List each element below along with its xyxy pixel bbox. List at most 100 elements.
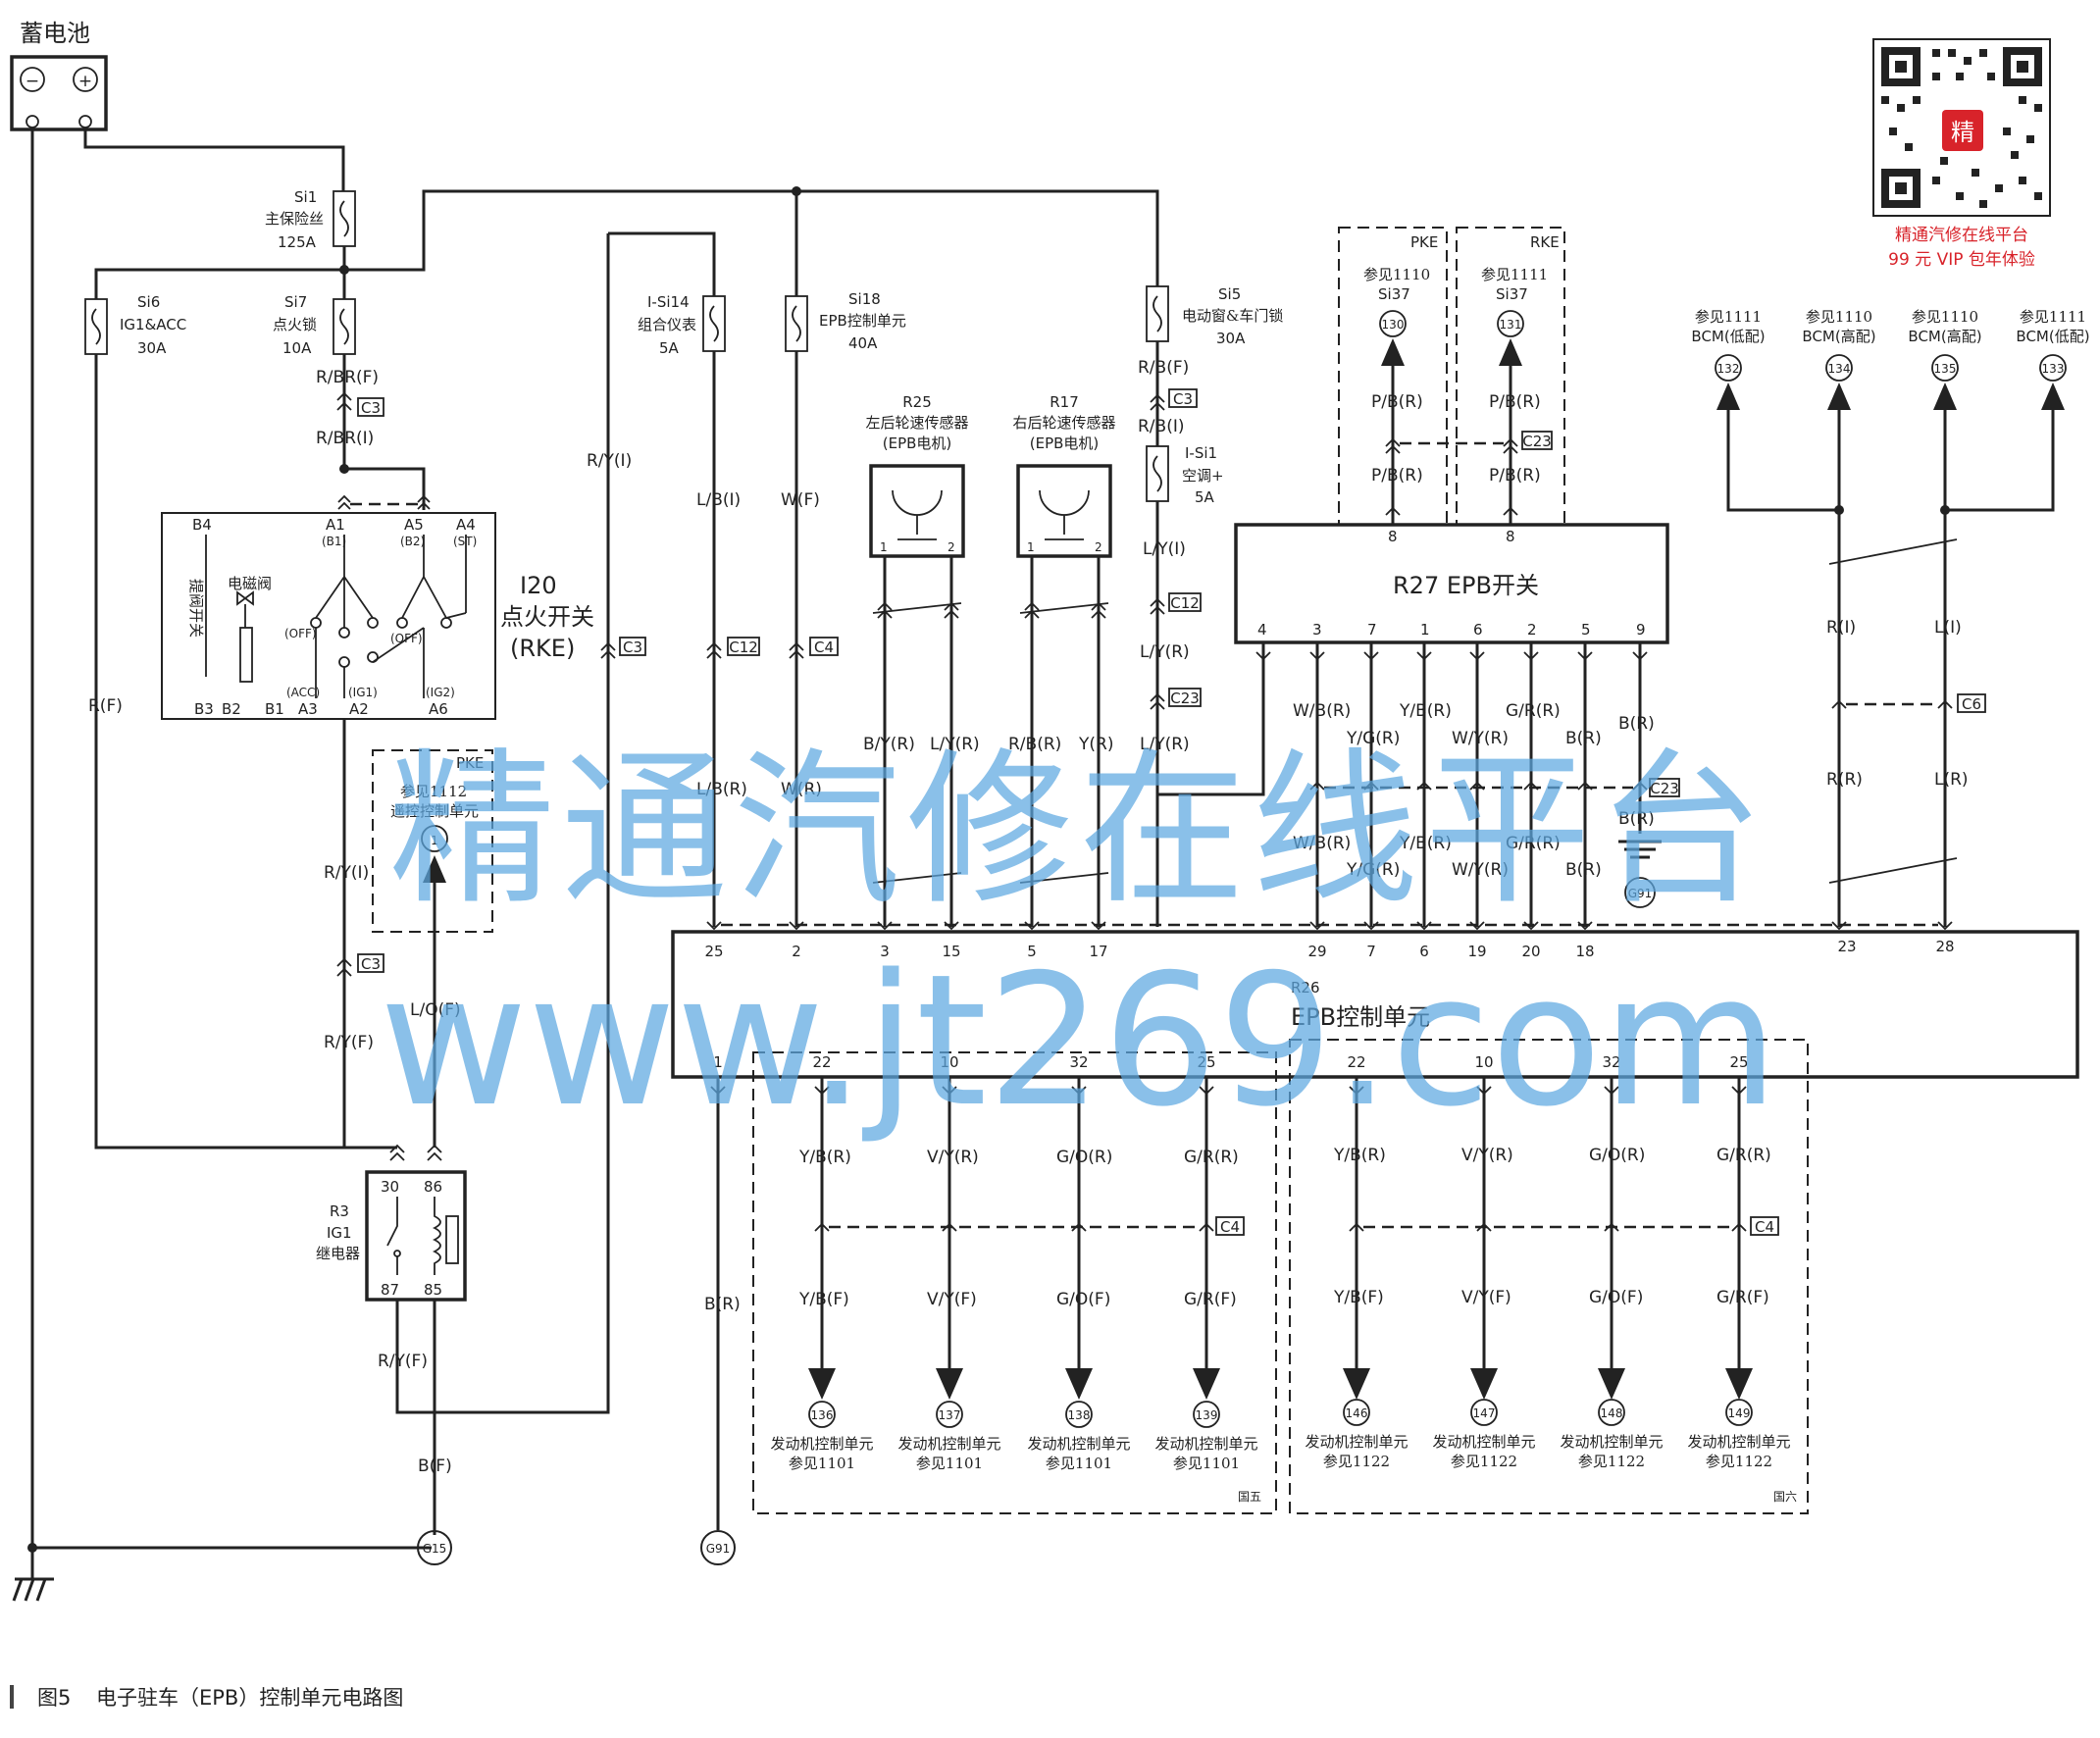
svg-text:C23: C23 <box>1522 433 1552 450</box>
svg-text:133: 133 <box>2042 362 2065 376</box>
svg-text:参见1101: 参见1101 <box>1046 1455 1112 1472</box>
svg-text:P/B(R): P/B(R) <box>1371 466 1423 486</box>
svg-text:15: 15 <box>942 943 960 960</box>
svg-text:R/B(F): R/B(F) <box>1138 358 1189 378</box>
svg-text:G15: G15 <box>423 1542 447 1556</box>
svg-text:1: 1 <box>1420 621 1430 639</box>
svg-text:30A: 30A <box>137 339 167 357</box>
brake-switch-label: 提阀开关 <box>187 579 205 638</box>
svg-text:R17: R17 <box>1050 393 1079 411</box>
svg-text:参见1122: 参见1122 <box>1706 1453 1772 1470</box>
svg-text:组合仪表: 组合仪表 <box>638 316 696 333</box>
svg-text:1: 1 <box>431 834 438 847</box>
svg-text:PKE: PKE <box>1410 233 1438 251</box>
svg-text:L/Y(I): L/Y(I) <box>1143 539 1186 559</box>
sensor-r25: R25 左后轮速传感器 (EPB电机) 1 2 <box>865 393 969 558</box>
svg-text:10: 10 <box>1474 1053 1493 1071</box>
promo-line2: 99 元 VIP 包年体验 <box>1888 250 2035 270</box>
svg-text:G/O(R): G/O(R) <box>1056 1148 1112 1167</box>
svg-text:R/Y(F): R/Y(F) <box>324 1033 374 1052</box>
svg-text:参见1101: 参见1101 <box>916 1455 983 1472</box>
pke-remote-unit: PKE 参见1112 遥控控制单元 1 <box>372 749 493 933</box>
svg-text:参见1122: 参见1122 <box>1323 1453 1390 1470</box>
fuse-si18: Si18 EPB控制单元 40A <box>785 290 906 352</box>
svg-text:国五: 国五 <box>1238 1490 1261 1504</box>
svg-text:G91: G91 <box>706 1542 731 1556</box>
svg-text:40A: 40A <box>848 334 878 352</box>
svg-text:参见1110: 参见1110 <box>1363 266 1430 283</box>
fuse-si6: Si6 IG1&ACC 30A <box>84 293 186 357</box>
svg-text:(B2): (B2) <box>400 535 425 548</box>
svg-text:22: 22 <box>1347 1053 1365 1071</box>
svg-text:V/Y(F): V/Y(F) <box>1461 1288 1511 1307</box>
svg-text:参见1110: 参见1110 <box>1806 308 1872 326</box>
svg-text:A6: A6 <box>429 700 448 718</box>
svg-text:L/B(R): L/B(R) <box>696 780 747 799</box>
svg-text:主保险丝: 主保险丝 <box>265 210 324 228</box>
svg-text:B3: B3 <box>194 700 214 718</box>
svg-text:C4: C4 <box>814 639 834 656</box>
bcm-refs: 参见1111 BCM(低配) 132 参见1110 BCM(高配) 134 参见… <box>1691 308 2090 410</box>
svg-text:P/B(R): P/B(R) <box>1371 392 1423 412</box>
svg-text:25: 25 <box>704 943 723 960</box>
svg-text:7: 7 <box>1366 943 1376 960</box>
svg-text:−: − <box>26 72 39 91</box>
svg-text:139: 139 <box>1196 1408 1218 1422</box>
svg-text:32: 32 <box>1069 1053 1088 1071</box>
svg-text:IG1&ACC: IG1&ACC <box>120 316 186 333</box>
chassis-ground-icon <box>12 1577 54 1602</box>
svg-text:参见1112: 参见1112 <box>400 783 467 800</box>
svg-text:Y/B(F): Y/B(F) <box>1333 1288 1384 1307</box>
svg-text:左后轮速传感器: 左后轮速传感器 <box>865 414 968 432</box>
svg-text:Y/G(R): Y/G(R) <box>1346 729 1400 748</box>
svg-text:电动窗&车门锁: 电动窗&车门锁 <box>1182 307 1283 325</box>
svg-text:30A: 30A <box>1216 330 1246 347</box>
svg-text:+: + <box>78 72 92 91</box>
svg-text:G/R(R): G/R(R) <box>1506 834 1561 853</box>
svg-text:B(R): B(R) <box>1618 714 1655 734</box>
svg-text:8: 8 <box>1506 528 1515 545</box>
svg-text:(EPB电机): (EPB电机) <box>883 434 952 452</box>
svg-text:28: 28 <box>1935 938 1954 955</box>
svg-text:(OFF): (OFF) <box>284 627 317 640</box>
svg-text:1: 1 <box>1027 540 1035 554</box>
svg-text:130: 130 <box>1382 318 1405 332</box>
svg-text:Si7: Si7 <box>284 293 307 311</box>
svg-text:R/B(I): R/B(I) <box>1138 417 1184 436</box>
svg-text:R27 EPB开关: R27 EPB开关 <box>1393 572 1539 599</box>
svg-text:点火开关: 点火开关 <box>500 603 594 631</box>
svg-text:Y/B(R): Y/B(R) <box>1333 1146 1386 1165</box>
svg-text:发动机控制单元: 发动机控制单元 <box>770 1435 873 1453</box>
pke-rke-refs: PKE RKE 参见1110 参见1111 Si37 Si37 130 131 … <box>1338 227 1565 552</box>
engine-node-labels: 136 137 138 139 146 147 148 149 发动机控制单元 … <box>770 1399 1797 1504</box>
svg-text:149: 149 <box>1728 1406 1751 1420</box>
svg-text:10A: 10A <box>282 339 312 357</box>
svg-text:Si37: Si37 <box>1496 285 1528 303</box>
svg-text:A3: A3 <box>298 700 318 718</box>
svg-text:R/Y(F): R/Y(F) <box>378 1352 428 1371</box>
svg-text:C12: C12 <box>1170 594 1200 612</box>
battery: 蓄电池 − + <box>10 20 108 131</box>
svg-text:C23: C23 <box>1650 780 1679 797</box>
svg-text:参见1111: 参见1111 <box>2020 308 2086 326</box>
svg-text:L/O(F): L/O(F) <box>410 1000 461 1020</box>
svg-text:138: 138 <box>1068 1408 1091 1422</box>
epb-unit-title: EPB控制单元 <box>1291 1003 1430 1031</box>
svg-text:R26: R26 <box>1291 979 1320 997</box>
svg-text:2: 2 <box>1095 540 1102 554</box>
svg-text:Y/G(R): Y/G(R) <box>1346 860 1400 880</box>
svg-text:2: 2 <box>948 540 955 554</box>
svg-text:发动机控制单元: 发动机控制单元 <box>1154 1435 1257 1453</box>
svg-text:7: 7 <box>1367 621 1377 639</box>
svg-text:C3: C3 <box>1173 390 1193 408</box>
svg-text:Y/B(R): Y/B(R) <box>1399 834 1452 853</box>
svg-text:参见1101: 参见1101 <box>789 1455 855 1472</box>
svg-text:Si6: Si6 <box>137 293 160 311</box>
svg-text:Si1: Si1 <box>294 188 317 206</box>
svg-text:R(I): R(I) <box>1826 618 1856 638</box>
svg-text:电磁阀: 电磁阀 <box>228 575 272 592</box>
svg-text:发动机控制单元: 发动机控制单元 <box>1305 1433 1408 1451</box>
svg-text:10: 10 <box>940 1053 958 1071</box>
svg-text:(EPB电机): (EPB电机) <box>1030 434 1100 452</box>
svg-text:(RKE): (RKE) <box>510 635 575 662</box>
